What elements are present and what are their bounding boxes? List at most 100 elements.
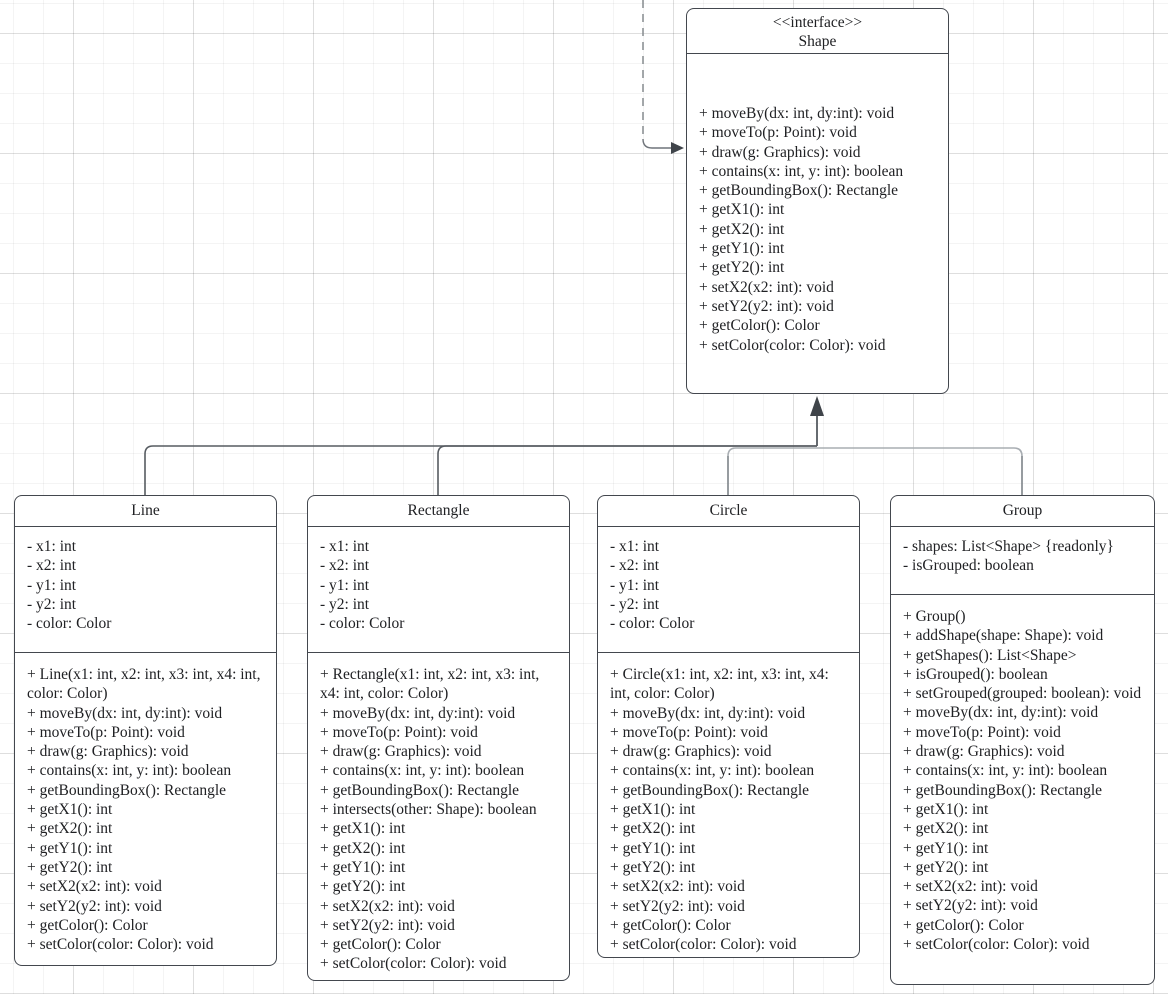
member-text: + contains(x: int, y: int): boolean: [610, 762, 815, 780]
member-text: + setColor(color: Color): void: [699, 336, 886, 354]
member-text: + getColor(): Color: [610, 916, 731, 934]
interface-box-shape[interactable]: <<interface>> Shape + moveBy(dx: int, dy…: [686, 8, 949, 394]
interface-name: Shape: [798, 33, 837, 50]
member-text: + moveTo(p: Point): void: [610, 723, 768, 741]
member-text: - x1: int: [27, 538, 77, 555]
class-title-line: Line: [15, 496, 276, 527]
member-text: - color: Color: [610, 615, 695, 633]
class-box-rectangle[interactable]: Rectangle - x1: int- x2: int- y1: int- y…: [307, 495, 570, 981]
inheritance-edge-circle-to-shape[interactable]: [727, 447, 817, 495]
member-text: - x2: int: [27, 557, 77, 575]
member-text: + moveBy(dx: int, dy:int): void: [610, 704, 806, 722]
member-text: + contains(x: int, y: int): boolean: [27, 762, 232, 780]
member-text: + Circle(x1: int, x2: int, x3: int, x4: …: [610, 666, 829, 703]
class-attributes-rectangle: - x1: int- x2: int- y1: int- y2: int- co…: [308, 527, 569, 653]
member-text: + draw(g: Graphics): void: [320, 743, 482, 761]
member-text: + getX2(): int: [610, 820, 696, 838]
member-text: + getX1(): int: [699, 201, 785, 219]
member-text: - color: Color: [27, 615, 112, 633]
member-text: + draw(g: Graphics): void: [903, 743, 1065, 761]
member-text: + draw(g: Graphics): void: [27, 743, 189, 761]
member-text: + moveBy(dx: int, dy:int): void: [699, 105, 895, 122]
member-text: + isGrouped(): boolean: [903, 665, 1048, 683]
member-text: + Group(): [903, 608, 966, 625]
member-text: + moveTo(p: Point): void: [699, 124, 857, 142]
member-text: + setX2(x2: int): void: [699, 278, 834, 296]
class-attributes-group: - shapes: List<Shape> {readonly} - isGrou…: [891, 527, 1154, 595]
member-text: + getY2(): int: [699, 259, 785, 277]
class-attributes-line: - x1: int - x2: int- y1: int- y2: int - co…: [15, 527, 276, 653]
member-text: + setX2(x2: int): void: [320, 897, 455, 915]
member-text: + moveBy(dx: int, dy:int): void: [27, 704, 223, 722]
arrowhead-right-icon: [671, 142, 684, 154]
member-text: + getX2(): int: [320, 839, 406, 857]
member-text: - y1: int: [320, 576, 370, 594]
class-box-circle[interactable]: Circle - x1: int- x2: int- y1: int- y2: …: [597, 495, 860, 958]
member-text: + getX2(): int: [903, 820, 989, 838]
member-text: + setGrouped(grouped: boolean): void: [903, 685, 1142, 703]
member-text: + setColor(color: Color): void: [610, 936, 797, 954]
member-text: + getBoundingBox(): Rectangle: [320, 781, 520, 799]
member-text: + draw(g: Graphics): void: [610, 743, 772, 761]
member-text: + getY1(): int: [320, 858, 406, 876]
member-text: + getColor(): Color: [27, 916, 148, 934]
member-text: - x2: int: [320, 557, 370, 575]
member-text: + getY1(): int: [27, 839, 113, 857]
member-text: + setX2(x2: int): void: [27, 878, 162, 896]
interface-title: <<interface>> Shape: [687, 9, 948, 54]
inheritance-edge-rectangle-to-shape[interactable]: [437, 445, 817, 495]
class-methods-group: + Group() + addShape(shape: Shape): void +…: [891, 595, 1154, 954]
inheritance-trunk[interactable]: [810, 396, 824, 446]
member-text: + getX2(): int: [699, 220, 785, 238]
member-text: + getBoundingBox(): Rectangle: [27, 781, 227, 799]
member-text: + setY2(y2: int): void: [27, 897, 162, 915]
member-text: + getBoundingBox(): Rectangle: [610, 781, 810, 799]
member-text: + setY2(y2: int): void: [699, 297, 834, 315]
arrowhead-up-icon: [810, 396, 824, 416]
member-text: + moveTo(p: Point): void: [903, 723, 1061, 741]
member-text: + Line(x1: int, x2: int, x3: int, x4: in…: [27, 666, 261, 703]
member-text: + setY2(y2: int): void: [903, 897, 1038, 915]
interface-stereotype: <<interface>>: [772, 14, 863, 31]
member-text: - shapes: List<Shape> {readonly}: [903, 538, 1114, 555]
class-methods-line: + Line(x1: int, x2: int, x3: int, x4: in…: [15, 653, 276, 954]
member-text: + getX2(): int: [27, 820, 113, 838]
member-text: + setColor(color: Color): void: [903, 936, 1090, 954]
member-text: + setColor(color: Color): void: [320, 955, 507, 973]
dashed-edge-into-shape[interactable]: [642, 0, 684, 154]
member-text: + getBoundingBox(): Rectangle: [699, 182, 899, 200]
class-methods-rectangle: + Rectangle(x1: int, x2: int, x3: int, x…: [308, 653, 569, 974]
member-text: + draw(g: Graphics): void: [699, 143, 861, 161]
member-text: - y1: int: [27, 576, 77, 594]
member-text: + setColor(color: Color): void: [27, 936, 214, 954]
member-text: + getColor(): Color: [320, 936, 441, 954]
inheritance-edge-line-to-shape[interactable]: [144, 445, 817, 495]
interface-methods: + moveBy(dx: int, dy:int): void + moveTo(…: [687, 54, 948, 355]
member-text: + getX1(): int: [610, 801, 696, 819]
member-text: + getX1(): int: [320, 820, 406, 838]
member-text: + getBoundingBox(): Rectangle: [903, 781, 1103, 799]
member-text: - x1: int: [320, 538, 370, 555]
member-text: + moveTo(p: Point): void: [320, 723, 478, 741]
inheritance-edge-group-to-shape[interactable]: [817, 447, 1023, 495]
member-text: + contains(x: int, y: int): boolean: [903, 762, 1108, 780]
member-text: + Rectangle(x1: int, x2: int, x3: int, x…: [320, 666, 540, 703]
member-text: - isGrouped: boolean: [903, 557, 1034, 575]
member-text: + setX2(x2: int): void: [903, 878, 1038, 896]
member-text: + setY2(y2: int): void: [320, 916, 455, 934]
member-text: + addShape(shape: Shape): void: [903, 627, 1104, 645]
member-text: + getColor(): Color: [699, 317, 820, 335]
member-text: + moveBy(dx: int, dy:int): void: [903, 704, 1099, 722]
class-title-circle: Circle: [598, 496, 859, 527]
class-attributes-circle: - x1: int- x2: int- y1: int- y2: int- co…: [598, 527, 859, 653]
member-text: - y2: int: [27, 595, 77, 613]
member-text: - x1: int: [610, 538, 660, 555]
member-text: + getX1(): int: [27, 801, 113, 819]
member-text: - y1: int: [610, 576, 660, 594]
class-box-line[interactable]: Line - x1: int - x2: int- y1: int- y2: in…: [14, 495, 277, 966]
member-text: + moveBy(dx: int, dy:int): void: [320, 704, 516, 722]
member-text: + getY2(): int: [903, 858, 989, 876]
class-box-group[interactable]: Group - shapes: List<Shape> {readonly}- …: [890, 495, 1155, 985]
member-text: + intersects(other: Shape): boolean: [320, 801, 537, 819]
